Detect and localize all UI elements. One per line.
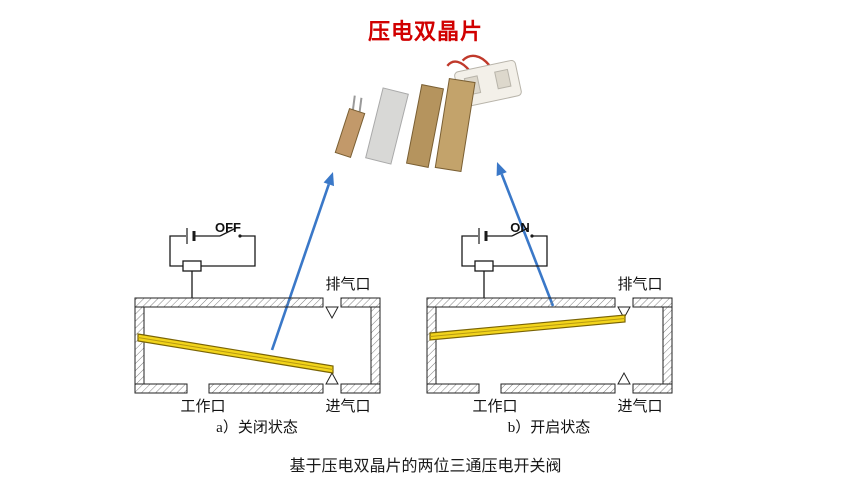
bimorph-strip-tan	[405, 84, 445, 168]
valve-caption-open: b）开启状态	[508, 419, 591, 436]
intake-seat	[325, 371, 339, 385]
switch-icon	[511, 227, 529, 237]
valve-body-walls	[134, 297, 381, 394]
bimorph-strip-small	[334, 95, 366, 158]
piezo-beam-closed	[137, 333, 334, 374]
figure-caption: 基于压电双晶片的两位三通压电开关阀	[289, 458, 562, 475]
intake-seat	[617, 371, 631, 385]
work-port-label: 工作口	[472, 398, 517, 415]
valve-diagram-open: ON 排气口 工作口 进气口 b）开启状态	[426, 220, 673, 436]
red-wire	[461, 54, 491, 66]
switch-state-label: ON	[510, 220, 530, 235]
bimorph-strip-white	[365, 87, 409, 165]
intake-port-label: 进气口	[617, 398, 662, 415]
intake-port-label: 进气口	[325, 398, 370, 415]
switch-state-label: OFF	[215, 220, 241, 235]
bimorph-strip-large	[434, 77, 476, 172]
exhaust-port-label: 排气口	[325, 276, 370, 293]
drive-circuit	[461, 227, 548, 298]
valve-body-walls	[426, 297, 673, 394]
driver-box	[474, 260, 494, 272]
valve-caption-closed: a）关闭状态	[216, 419, 298, 436]
valve-diagram-closed: OFF 排气口 工作口 进气口 a）关闭状态	[134, 220, 381, 436]
exhaust-seat	[325, 306, 339, 320]
piezo-beam-open	[429, 314, 626, 341]
red-wire	[446, 60, 471, 73]
work-port-label: 工作口	[180, 398, 225, 415]
bimorph-photo	[334, 54, 522, 172]
driver-box	[182, 260, 202, 272]
drive-circuit	[169, 227, 256, 298]
exhaust-seat	[617, 306, 631, 320]
switch-icon	[219, 227, 237, 237]
exhaust-port-label: 排气口	[617, 276, 662, 293]
page-title: 压电双晶片	[367, 19, 483, 44]
